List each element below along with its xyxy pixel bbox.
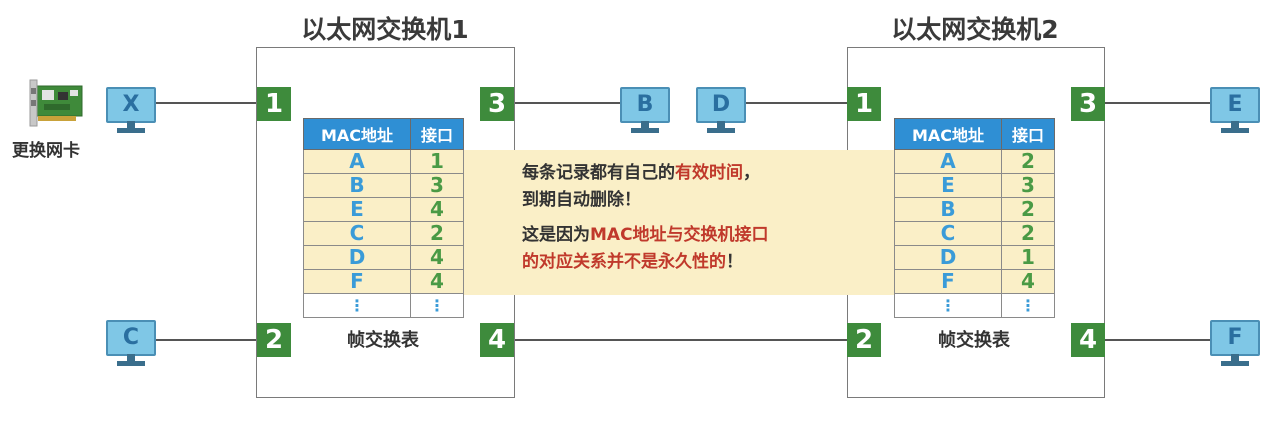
link-c-sw1p2 [152, 339, 256, 341]
mac-cell: A [894, 149, 1002, 174]
note-line-4: 的对应关系并不是永久性的！ [522, 252, 743, 272]
link-sw2p3-e [1104, 102, 1210, 104]
mac-header: MAC地址 [303, 118, 411, 150]
table-row-ellipsis: ⋮⋮ [894, 293, 1055, 318]
mac-cell: B [303, 173, 411, 198]
host-d: D [696, 87, 746, 135]
nic-label: 更换网卡 [12, 141, 80, 161]
expiry-note: 每条记录都有自己的有效时间， 到期自动删除！ 这是因为MAC地址与交换机接口 的… [522, 160, 769, 276]
host-b: B [620, 87, 670, 135]
port-cell: 1 [1001, 245, 1055, 270]
switch2-port-2: 2 [847, 323, 881, 357]
switch2-title: 以太网交换机2 [891, 15, 1059, 44]
link-x-sw1p1 [152, 102, 256, 104]
switch1-port-3: 3 [480, 87, 514, 121]
computer-icon: B [620, 87, 670, 123]
port-header: 接口 [1001, 118, 1055, 150]
host-e: E [1210, 87, 1260, 135]
switch2-table-caption: 帧交换表 [938, 330, 1010, 351]
table-row-ellipsis: ⋮⋮ [303, 293, 464, 318]
computer-icon: D [696, 87, 746, 123]
link-sw1p3-b [514, 102, 620, 104]
ellipsis-cell: ⋮ [303, 293, 411, 318]
port-cell: 4 [1001, 269, 1055, 294]
host-c: C [106, 320, 156, 368]
port-cell: 3 [410, 173, 464, 198]
computer-icon: C [106, 320, 156, 356]
mac-cell: B [894, 197, 1002, 222]
mac-cell: F [303, 269, 411, 294]
computer-icon: E [1210, 87, 1260, 123]
mac-cell: A [303, 149, 411, 174]
switch1-port-1: 1 [257, 87, 291, 121]
port-cell: 2 [1001, 149, 1055, 174]
switch2-port-4: 4 [1071, 323, 1105, 357]
mac-cell: D [894, 245, 1002, 270]
mac-header: MAC地址 [894, 118, 1002, 150]
link-d-sw2p1 [743, 102, 847, 104]
mac-cell: E [303, 197, 411, 222]
port-cell: 3 [1001, 173, 1055, 198]
port-cell: 4 [410, 269, 464, 294]
network-card-icon [29, 79, 83, 127]
ellipsis-cell: ⋮ [1001, 293, 1055, 318]
link-sw2p4-f [1104, 339, 1210, 341]
host-f: F [1210, 320, 1260, 368]
port-header: 接口 [410, 118, 464, 150]
computer-icon: X [106, 87, 156, 123]
switch1-table-caption: 帧交换表 [347, 330, 419, 351]
mac-cell: D [303, 245, 411, 270]
mac-cell: C [894, 221, 1002, 246]
mac-cell: C [303, 221, 411, 246]
port-cell: 4 [410, 245, 464, 270]
switch1-title: 以太网交换机1 [301, 15, 469, 44]
note-line-1: 每条记录都有自己的有效时间， [522, 163, 760, 183]
switch2-port-3: 3 [1071, 87, 1105, 121]
port-cell: 1 [410, 149, 464, 174]
mac-cell: F [894, 269, 1002, 294]
mac-cell: E [894, 173, 1002, 198]
link-sw1p4-sw2p2 [514, 339, 848, 341]
switch1-port-4: 4 [480, 323, 514, 357]
note-line-3: 这是因为MAC地址与交换机接口 [522, 225, 769, 245]
note-line-2: 到期自动删除！ [522, 190, 641, 210]
note-highlight [462, 150, 895, 295]
ellipsis-cell: ⋮ [894, 293, 1002, 318]
switch2-port-1: 1 [847, 87, 881, 121]
host-x: X [106, 87, 156, 135]
port-cell: 4 [410, 197, 464, 222]
port-cell: 2 [1001, 197, 1055, 222]
ellipsis-cell: ⋮ [410, 293, 464, 318]
port-cell: 2 [410, 221, 464, 246]
switch1-port-2: 2 [257, 323, 291, 357]
port-cell: 2 [1001, 221, 1055, 246]
computer-icon: F [1210, 320, 1260, 356]
